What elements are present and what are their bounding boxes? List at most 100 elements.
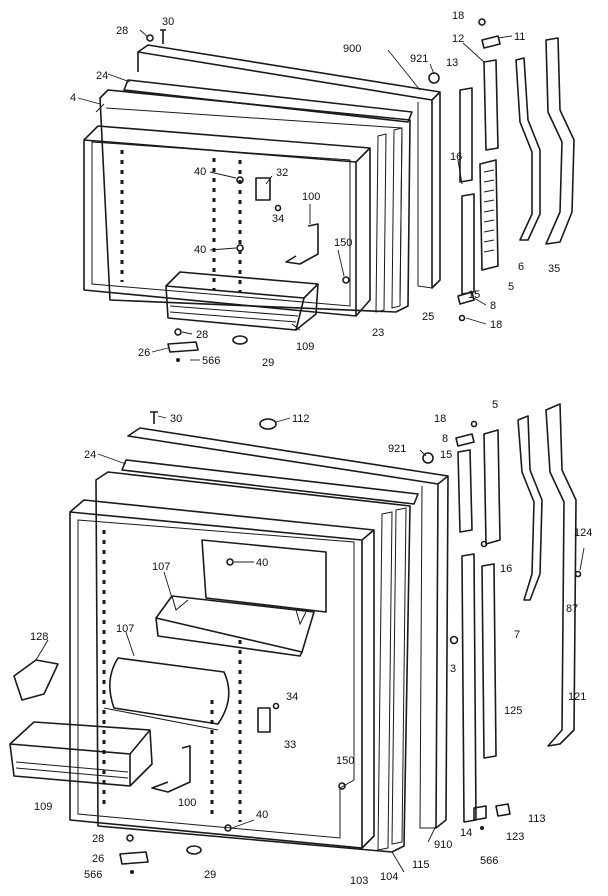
callout-566-top[interactable]: 566 <box>202 355 220 367</box>
callout-107-b[interactable]: 107 <box>116 623 134 635</box>
leader-900 <box>387 49 421 91</box>
callout-13[interactable]: 13 <box>446 57 458 69</box>
callout-921-top[interactable]: 921 <box>410 53 428 65</box>
outer-door-panel-edge <box>417 102 433 289</box>
callout-104[interactable]: 104 <box>380 871 398 883</box>
callout-29-top[interactable]: 29 <box>262 357 274 369</box>
callout-24-lower[interactable]: 24 <box>84 449 96 461</box>
callout-3[interactable]: 3 <box>450 663 456 675</box>
callout-15-lower[interactable]: 15 <box>440 449 452 461</box>
callout-8-lower[interactable]: 8 <box>442 433 448 445</box>
callout-109-top[interactable]: 109 <box>296 341 314 353</box>
callout-18-mid[interactable]: 18 <box>490 319 502 331</box>
callout-28-mid[interactable]: 28 <box>196 329 208 341</box>
callout-26-lower[interactable]: 26 <box>92 853 104 865</box>
leader-109 <box>291 323 301 331</box>
callout-900[interactable]: 900 <box>343 43 361 55</box>
leader-18b <box>465 317 487 325</box>
leader-8 <box>473 297 487 306</box>
callout-921-lower[interactable]: 921 <box>388 443 406 455</box>
callout-112[interactable]: 112 <box>292 413 310 425</box>
liner-frame <box>99 89 411 313</box>
callout-5-top[interactable]: 5 <box>508 281 514 293</box>
callout-32[interactable]: 32 <box>276 167 288 179</box>
callout-107-a[interactable]: 107 <box>152 561 170 573</box>
callout-910[interactable]: 910 <box>434 839 452 851</box>
cap-921-lower <box>422 452 434 464</box>
callout-100-top[interactable]: 100 <box>302 191 320 203</box>
handle-6 <box>515 57 541 241</box>
callout-15-top[interactable]: 15 <box>468 289 480 301</box>
trim-strip-15 <box>457 449 473 533</box>
crisper-bin-front-band <box>15 761 129 779</box>
inner-liner-lower-back <box>77 519 355 839</box>
callout-40-d[interactable]: 40 <box>256 809 268 821</box>
end-cap-113 <box>495 803 511 817</box>
callout-34-top[interactable]: 34 <box>272 213 284 225</box>
leader-112 <box>275 417 291 423</box>
callout-29-lower[interactable]: 29 <box>204 869 216 881</box>
callout-33[interactable]: 33 <box>284 739 296 751</box>
callout-26-top[interactable]: 26 <box>138 347 150 359</box>
door-gasket-lower <box>121 459 419 505</box>
callout-150-lower[interactable]: 150 <box>336 755 354 767</box>
screw-18-bottom <box>458 314 466 322</box>
callout-14[interactable]: 14 <box>460 827 472 839</box>
leader-150 <box>337 249 345 277</box>
callout-40-b[interactable]: 40 <box>194 244 206 256</box>
callout-30-lower[interactable]: 30 <box>170 413 182 425</box>
callout-11[interactable]: 11 <box>514 31 525 43</box>
latch-33 <box>257 707 271 733</box>
trim-strip-13 <box>459 87 475 295</box>
callout-5-lower[interactable]: 5 <box>492 399 498 411</box>
callout-566-lower[interactable]: 566 <box>84 869 102 881</box>
callout-124[interactable]: 124 <box>574 527 592 539</box>
callout-123[interactable]: 123 <box>506 831 524 843</box>
callout-16-lower[interactable]: 16 <box>500 563 512 575</box>
door-gasket <box>123 79 413 123</box>
callout-40-a[interactable]: 40 <box>194 166 206 178</box>
callout-121[interactable]: 121 <box>568 691 586 703</box>
callout-35[interactable]: 35 <box>548 263 560 275</box>
fresh-food-door-assembly <box>9 403 582 874</box>
cap-112 <box>259 418 277 430</box>
callout-18-top[interactable]: 18 <box>452 10 464 22</box>
callout-24-top[interactable]: 24 <box>96 70 108 82</box>
callout-103[interactable]: 103 <box>350 875 368 887</box>
callout-109-lower[interactable]: 109 <box>34 801 52 813</box>
liner-edge-strip-2 <box>391 127 403 309</box>
screw-28-top <box>146 34 154 42</box>
callout-30-top[interactable]: 30 <box>162 16 174 28</box>
callout-23[interactable]: 23 <box>372 327 384 339</box>
callout-566-right[interactable]: 566 <box>480 855 498 867</box>
leader-12 <box>462 42 485 63</box>
screw-34 <box>274 204 282 212</box>
callout-115[interactable]: 115 <box>412 859 430 871</box>
screw-28-lower-door <box>126 834 134 842</box>
callout-28-lower[interactable]: 28 <box>92 833 104 845</box>
callout-150-top[interactable]: 150 <box>334 237 352 249</box>
callout-100-lower[interactable]: 100 <box>178 797 196 809</box>
callout-40-c[interactable]: 40 <box>256 557 268 569</box>
leader-4 <box>77 97 101 105</box>
callout-25[interactable]: 25 <box>422 311 434 323</box>
leader-40b <box>209 247 237 251</box>
callout-87[interactable]: 87 <box>566 603 578 615</box>
screw-18-lower <box>470 420 478 428</box>
callout-28-top[interactable]: 28 <box>116 25 128 37</box>
callout-8-top[interactable]: 8 <box>490 300 496 312</box>
callout-4[interactable]: 4 <box>70 92 76 104</box>
end-cap-8-lower <box>455 433 475 447</box>
callout-128[interactable]: 128 <box>30 631 48 643</box>
callout-16-top[interactable]: 16 <box>450 151 462 163</box>
screw-87 <box>574 570 582 578</box>
inner-liner-lower <box>69 499 375 849</box>
plug-150-lower <box>338 782 346 790</box>
callout-12[interactable]: 12 <box>452 33 464 45</box>
callout-113[interactable]: 113 <box>528 813 546 825</box>
callout-18-lower[interactable]: 18 <box>434 413 446 425</box>
callout-125[interactable]: 125 <box>504 705 522 717</box>
callout-34-lower[interactable]: 34 <box>286 691 298 703</box>
callout-7[interactable]: 7 <box>514 629 520 641</box>
callout-6[interactable]: 6 <box>518 261 524 273</box>
